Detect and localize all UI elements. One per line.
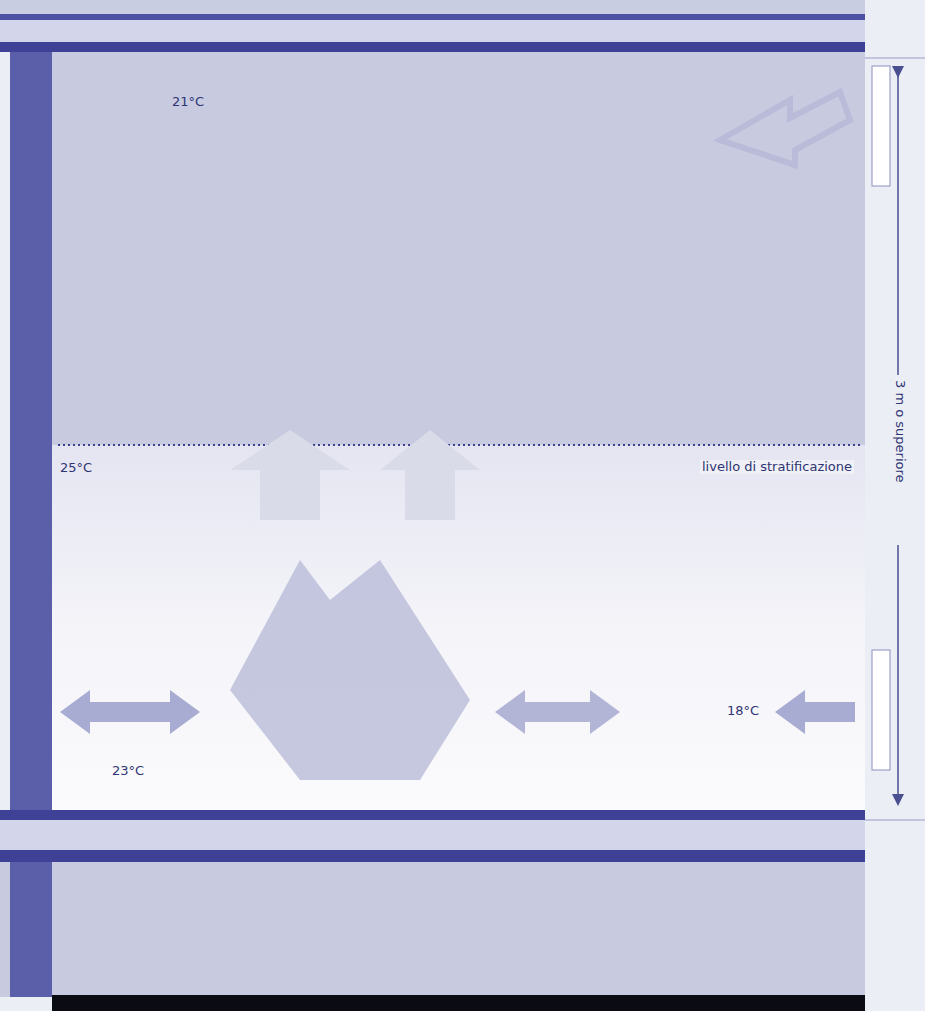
temperature-label: 18°C	[727, 704, 759, 718]
temperature-label: 23°C	[112, 764, 144, 778]
temperature-label: livello di stratificazione	[700, 460, 854, 474]
temperature-label: 25°C	[60, 461, 92, 475]
depth-label: 3 m o superiore	[893, 378, 907, 485]
temperature-label: 21°C	[172, 95, 204, 109]
